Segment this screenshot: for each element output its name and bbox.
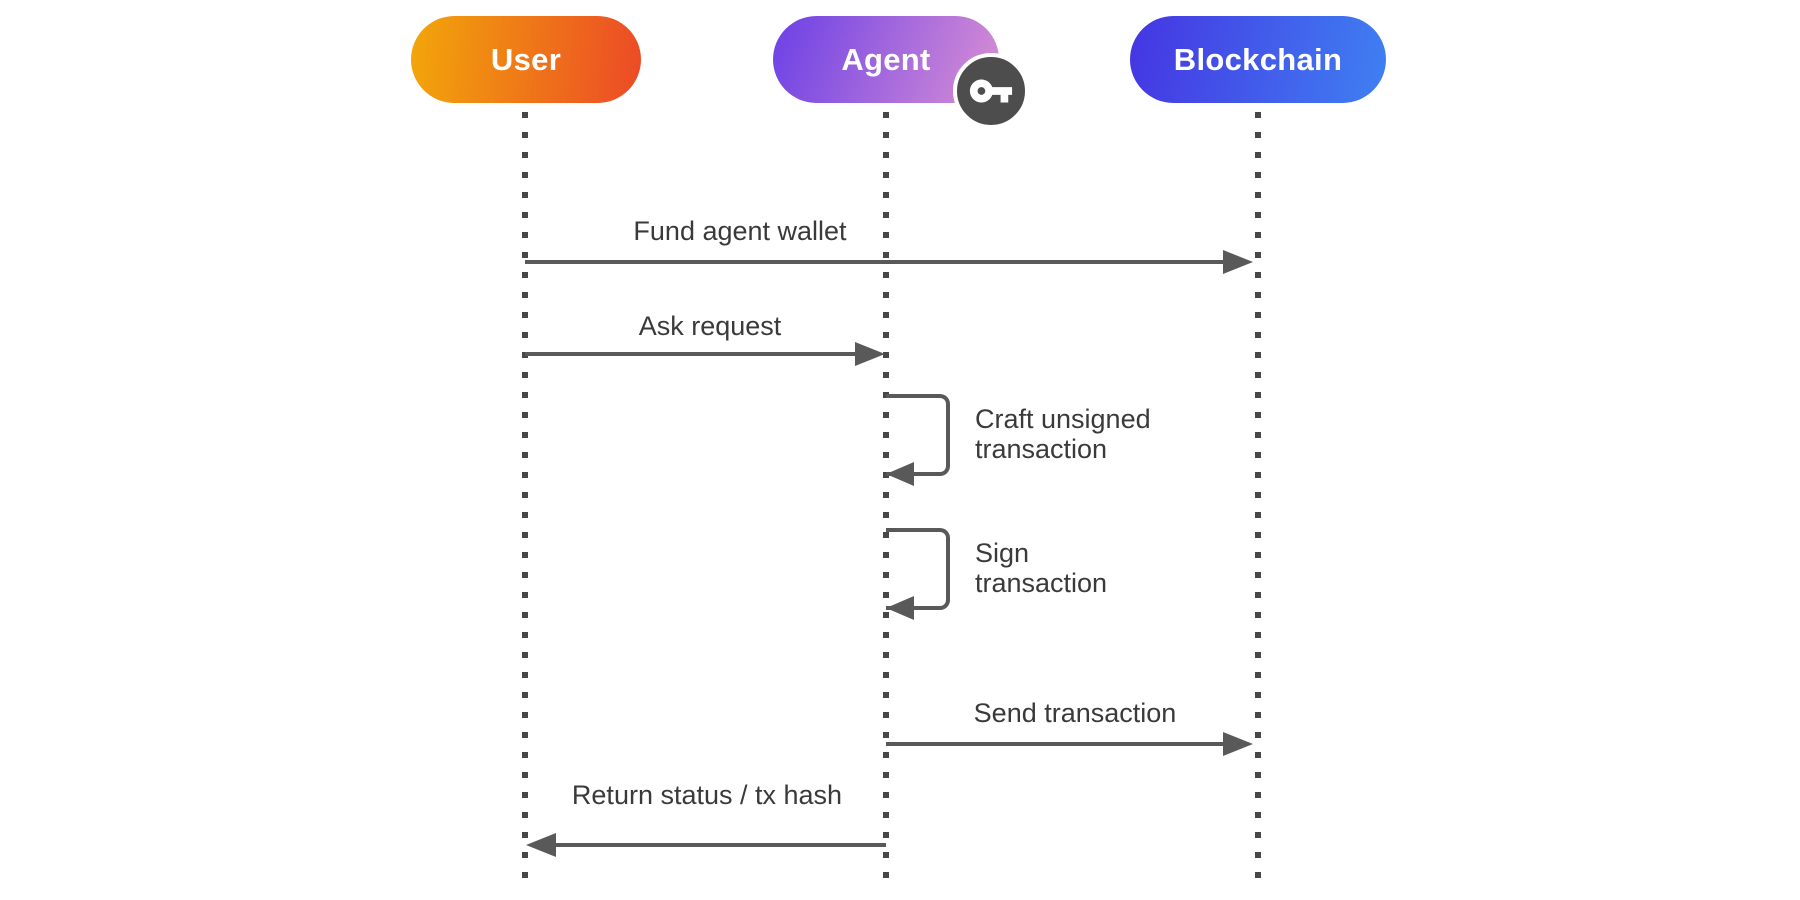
message-label-ask-request: Ask request: [638, 311, 782, 341]
key-badge: [953, 53, 1029, 129]
message-label-send-transaction: Send transaction: [973, 698, 1177, 728]
key-icon: [969, 79, 1013, 103]
message-arrow-send-transaction: [886, 732, 1253, 756]
message-label-sign-transaction: Sign transaction: [975, 538, 1107, 598]
message-label-craft-unsigned-transaction: Craft unsigned transaction: [975, 404, 1151, 464]
lifeline-user: [522, 112, 528, 888]
message-arrow-ask-request: [525, 342, 885, 366]
label-line: transaction: [975, 434, 1108, 464]
self-loop-craft-unsigned-transaction: [886, 394, 950, 476]
label-line: transaction: [975, 568, 1108, 598]
actor-blockchain: Blockchain: [1130, 16, 1386, 103]
lifeline-blockchain: [1255, 112, 1261, 888]
self-loop-sign-transaction: [886, 528, 950, 610]
actor-blockchain-label: Blockchain: [1173, 41, 1343, 77]
message-label-return-status: Return status / tx hash: [571, 780, 843, 810]
self-loop-sign-arrowhead: [886, 596, 914, 620]
label-line: Sign: [975, 538, 1030, 568]
label-line: Craft unsigned: [975, 404, 1151, 434]
self-loop-craft-arrowhead: [886, 462, 914, 486]
actor-agent-label: Agent: [841, 41, 931, 77]
message-label-fund-agent-wallet: Fund agent wallet: [633, 216, 847, 246]
actor-user: User: [411, 16, 641, 103]
lifeline-agent: [883, 112, 889, 888]
message-arrow-return-status: [526, 833, 886, 857]
actor-user-label: User: [490, 41, 562, 77]
message-arrow-fund-agent-wallet: [525, 250, 1253, 274]
